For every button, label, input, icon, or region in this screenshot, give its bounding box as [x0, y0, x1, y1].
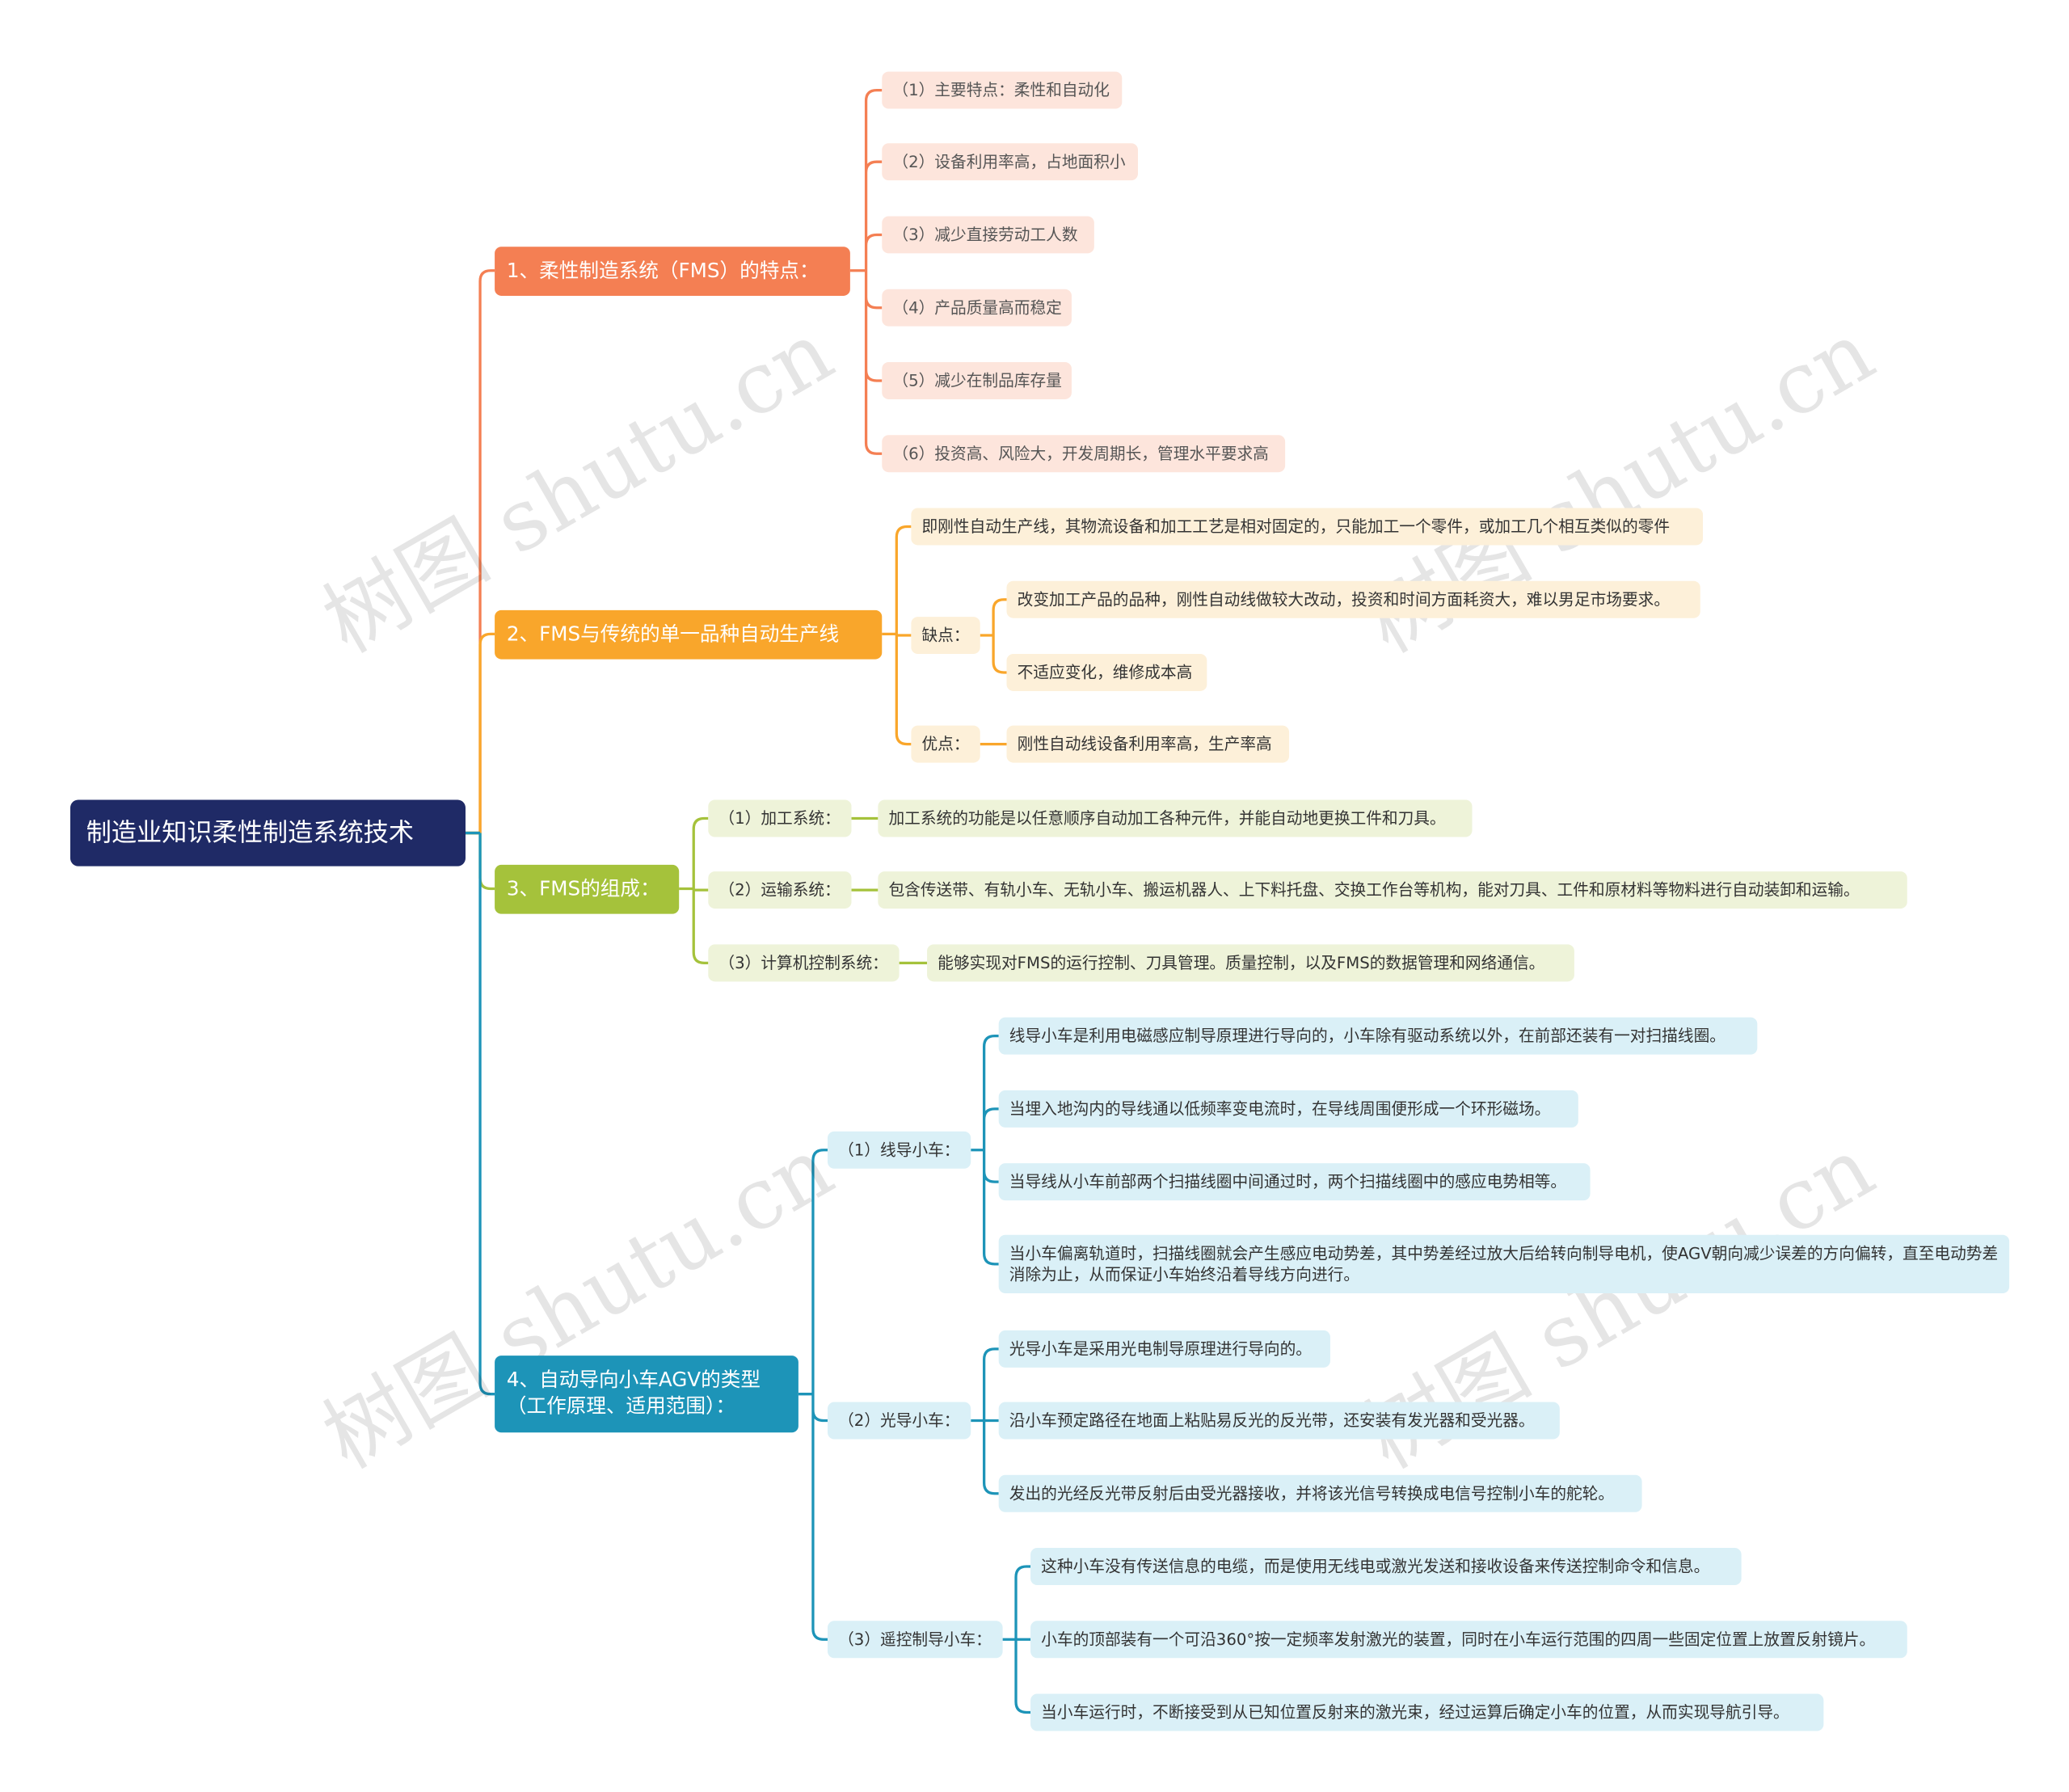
- branch-1-item[interactable]: （4）产品质量高而稳定: [882, 289, 1072, 327]
- branch-2-item[interactable]: 不适应变化，维修成本高: [1006, 654, 1207, 691]
- connector-branch-1: [849, 88, 883, 455]
- branch-4-subtopic[interactable]: （2）光导小车：: [827, 1402, 971, 1440]
- branch-1-item[interactable]: （1）主要特点：柔性和自动化: [882, 71, 1123, 109]
- branch-1-item[interactable]: （2）设备利用率高，占地面积小: [882, 143, 1138, 181]
- branch-4-item[interactable]: 这种小车没有传送信息的电缆，而是使用无线电或激光发送和接收设备来传送控制命令和信…: [1030, 1548, 1742, 1585]
- root-topic[interactable]: 制造业知识柔性制造系统技术: [70, 799, 466, 866]
- branch-2-subtopic-pros[interactable]: 优点：: [911, 725, 980, 763]
- connector-root-branch-4: [465, 831, 495, 1396]
- branch-3-item[interactable]: 包含传送带、有轨小车、无轨小车、搬运机器人、上下料托盘、交换工作台等机构，能对刀…: [878, 871, 1907, 909]
- branch-3-subtopic[interactable]: （2）运输系统：: [708, 871, 852, 909]
- branch-4-topic[interactable]: 4、自动导向小车AGV的类型 （工作原理、适用范围）：: [495, 1356, 799, 1433]
- connector-branch-4-c: [1002, 1565, 1031, 1714]
- branch-4-item[interactable]: 光导小车是采用光电制导原理进行导向的。: [998, 1330, 1330, 1368]
- branch-4-item[interactable]: 小车的顶部装有一个可沿360°按一定频率发射激光的装置，同时在小车运行范围的四周…: [1030, 1621, 1907, 1659]
- connector-branch-2-cons: [980, 598, 1007, 674]
- branch-1-topic[interactable]: 1、柔性制造系统（FMS）的特点：: [495, 247, 850, 296]
- branch-4-item[interactable]: 当埋入地沟内的导线通以低频率变电流时，在导线周围便形成一个环形磁场。: [998, 1090, 1578, 1128]
- branch-4-item[interactable]: 线导小车是利用电磁感应制导原理进行导向的，小车除有驱动系统以外，在前部还装有一对…: [998, 1017, 1758, 1055]
- connector-branch-4: [798, 1149, 828, 1641]
- connector-branch-2: [882, 525, 912, 746]
- branch-4-title-line2: （工作原理、适用范围）：: [506, 1394, 735, 1419]
- branch-3-item[interactable]: 加工系统的功能是以任意顺序自动加工各种元件，并能自动地更换工件和刀具。: [878, 799, 1473, 837]
- branch-4-item[interactable]: 发出的光经反光带反射后由受光器接收，并将该光信号转换成电信号控制小车的舵轮。: [998, 1474, 1642, 1512]
- branch-3-topic[interactable]: 3、FMS的组成：: [495, 864, 680, 914]
- branch-4-subtopic[interactable]: （1）线导小车：: [827, 1131, 971, 1169]
- branch-4-title-line1: 4、自动导向小车AGV的类型: [506, 1367, 761, 1392]
- branch-2-item[interactable]: 即刚性自动生产线，其物流设备和加工工艺是相对固定的，只能加工一个零件，或加工几个…: [911, 508, 1704, 546]
- branch-1-item[interactable]: （6）投资高、风险大，开发周期长，管理水平要求高: [882, 435, 1286, 473]
- connector-branch-4-a: [971, 1034, 999, 1266]
- branch-4-item[interactable]: 当导线从小车前部两个扫描线圈中间通过时，两个扫描线圈中的感应电势相等。: [998, 1163, 1591, 1201]
- connector-branch-3: [679, 816, 709, 965]
- branch-4-item[interactable]: 当小车运行时，不断接受到从已知位置反射来的激光束，经过运算后确定小车的位置，从而…: [1030, 1693, 1824, 1731]
- branch-2-subtopic-cons[interactable]: 缺点：: [911, 617, 980, 655]
- branch-2-topic[interactable]: 2、FMS与传统的单一品种自动生产线: [495, 609, 883, 660]
- branch-1-item[interactable]: （3）减少直接劳动工人数: [882, 216, 1094, 254]
- branch-4-item[interactable]: 当小车偏离轨道时，扫描线圈就会产生感应电动势差，其中势差经过放大后给转向制导电机…: [998, 1234, 2010, 1293]
- branch-2-item[interactable]: 改变加工产品的品种，刚性自动线做较大改动，投资和时间方面耗资大，难以男足市场要求…: [1006, 580, 1700, 618]
- branch-3-subtopic[interactable]: （1）加工系统：: [708, 799, 852, 837]
- branch-3-subtopic[interactable]: （3）计算机控制系统：: [708, 944, 900, 982]
- connector-branch-4-b: [971, 1347, 999, 1495]
- branch-4-subtopic[interactable]: （3）遥控制导小车：: [827, 1621, 1003, 1659]
- branch-4-item[interactable]: 沿小车预定路径在地面上粘贴易反光的反光带，还安装有发光器和受光器。: [998, 1402, 1560, 1440]
- branch-3-item[interactable]: 能够实现对FMS的运行控制、刀具管理。质量控制，以及FMS的数据管理和网络通信。: [927, 944, 1574, 982]
- branch-2-item[interactable]: 刚性自动线设备利用率高，生产率高: [1006, 725, 1290, 763]
- branch-1-item[interactable]: （5）减少在制品库存量: [882, 361, 1072, 399]
- connector-root-branch-2: [465, 632, 495, 835]
